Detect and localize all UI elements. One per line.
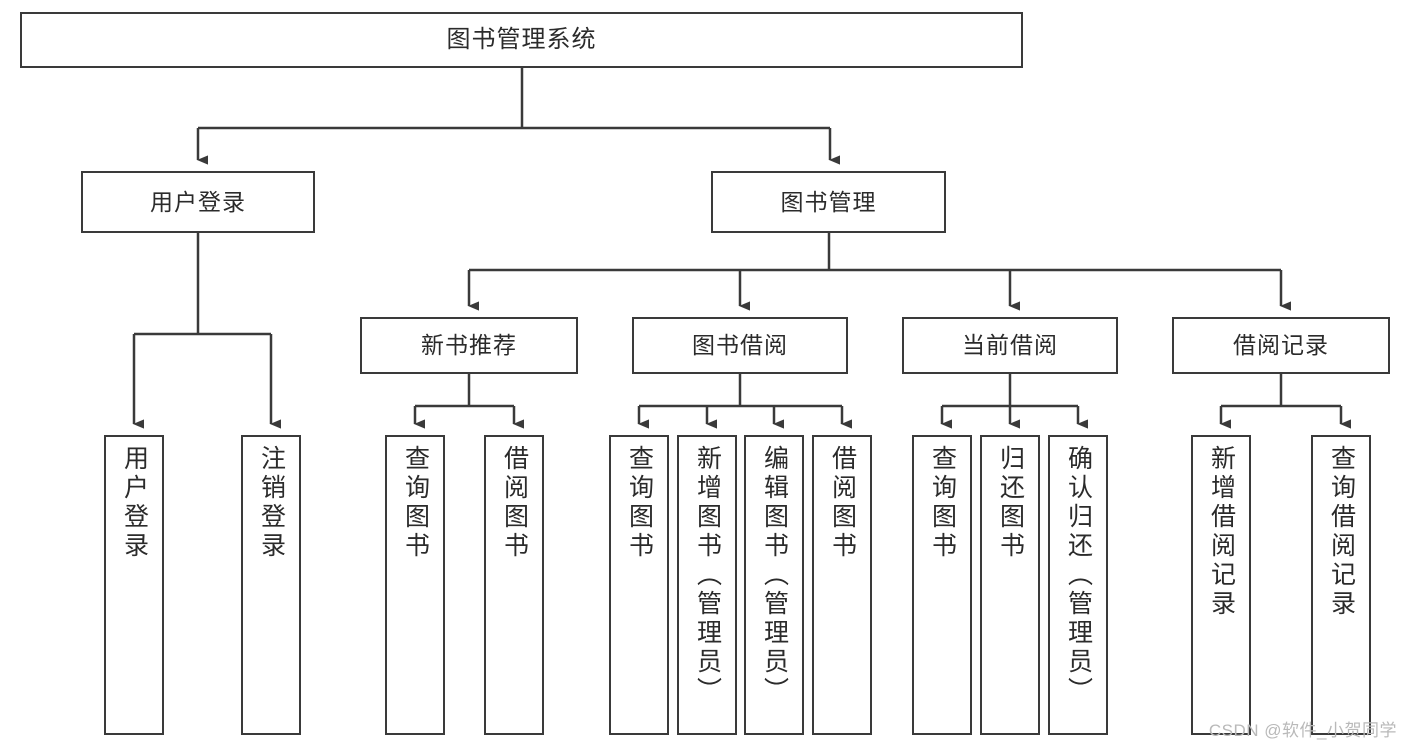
node-current-borrow[interactable]: 当前借阅 <box>902 317 1118 374</box>
node-book-borrow[interactable]: 图书借阅 <box>632 317 848 374</box>
leaf-return-book[interactable]: 归还图书 <box>980 435 1040 735</box>
leaf-confirm-return-admin[interactable]: 确认归还（管理员） <box>1048 435 1108 735</box>
node-label: 编辑图书（管理员） <box>760 445 789 706</box>
leaf-user-login[interactable]: 用户登录 <box>104 435 164 735</box>
node-label: 借阅图书 <box>500 445 529 561</box>
node-label: 借阅记录 <box>1233 332 1329 359</box>
node-label: 借阅图书 <box>828 445 857 561</box>
node-label: 确认归还（管理员） <box>1064 445 1093 706</box>
leaf-query-book-borrow[interactable]: 查询图书 <box>609 435 669 735</box>
node-label: 图书管理系统 <box>446 26 597 53</box>
node-label: 新增图书（管理员） <box>693 445 722 706</box>
leaf-add-book-admin[interactable]: 新增图书（管理员） <box>677 435 737 735</box>
node-borrow-records[interactable]: 借阅记录 <box>1172 317 1390 374</box>
node-label: 查询图书 <box>928 445 957 561</box>
leaf-query-borrow-record[interactable]: 查询借阅记录 <box>1311 435 1371 735</box>
node-user-login[interactable]: 用户登录 <box>81 171 315 233</box>
leaf-query-book-recommend[interactable]: 查询图书 <box>385 435 445 735</box>
node-root-system[interactable]: 图书管理系统 <box>20 12 1023 68</box>
leaf-borrow-book[interactable]: 借阅图书 <box>812 435 872 735</box>
leaf-edit-book-admin[interactable]: 编辑图书（管理员） <box>744 435 804 735</box>
leaf-query-book-current[interactable]: 查询图书 <box>912 435 972 735</box>
node-label: 用户登录 <box>150 188 246 215</box>
node-label: 图书管理 <box>780 188 877 215</box>
node-book-management[interactable]: 图书管理 <box>711 171 946 233</box>
node-label: 归还图书 <box>996 445 1025 561</box>
node-label: 新增借阅记录 <box>1207 445 1236 619</box>
leaf-logout[interactable]: 注销登录 <box>241 435 301 735</box>
node-label: 新书推荐 <box>421 332 517 359</box>
watermark-text: CSDN @软件_小贺同学 <box>1208 721 1397 740</box>
leaf-add-borrow-record[interactable]: 新增借阅记录 <box>1191 435 1251 735</box>
node-label: 图书借阅 <box>692 332 788 359</box>
node-label: 查询借阅记录 <box>1327 445 1356 619</box>
node-label: 注销登录 <box>257 445 286 561</box>
node-label: 当前借阅 <box>962 332 1058 359</box>
leaf-borrow-book-recommend[interactable]: 借阅图书 <box>484 435 544 735</box>
node-label: 查询图书 <box>401 445 430 561</box>
node-label: 用户登录 <box>120 445 149 561</box>
node-label: 查询图书 <box>625 445 654 561</box>
node-new-book-recommend[interactable]: 新书推荐 <box>360 317 578 374</box>
